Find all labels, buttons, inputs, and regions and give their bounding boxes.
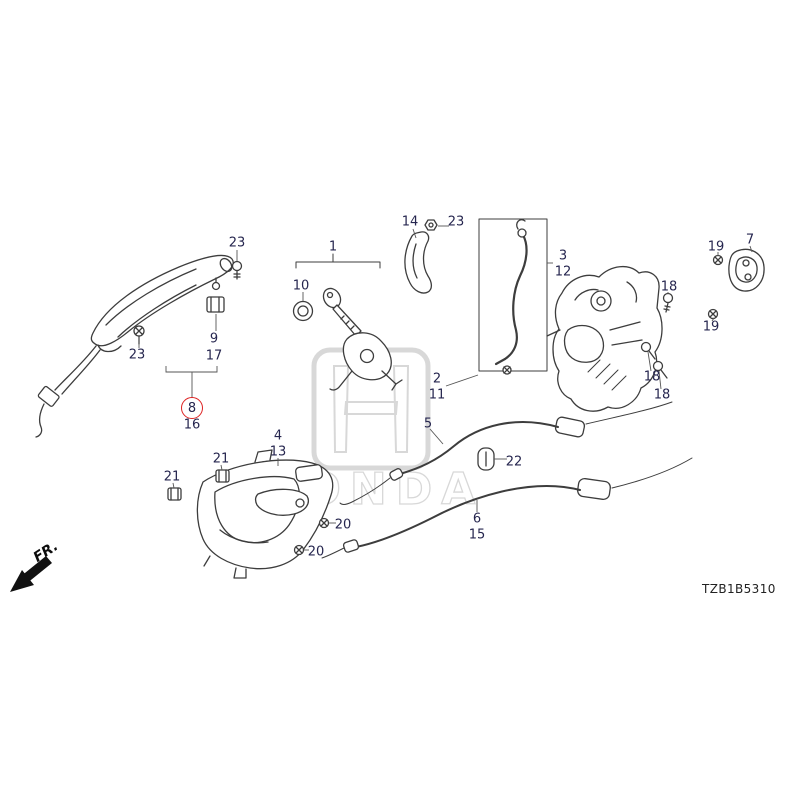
- door-lock-cables: [321, 401, 693, 559]
- lock-cylinder-assembly: [292, 253, 403, 391]
- door-striker: [707, 248, 765, 320]
- outer-door-handle: [35, 254, 234, 438]
- diagram-code: TZB1B5310: [702, 582, 776, 596]
- lock-rod: [478, 218, 548, 375]
- door-latch-assembly: [546, 266, 663, 412]
- fr-arrow: [10, 556, 52, 592]
- inner-door-handle: [196, 449, 334, 579]
- handle-screws: [293, 517, 330, 556]
- handle-bracket: [206, 277, 225, 313]
- screw-23-top: [231, 260, 243, 280]
- leader-lines: [138, 225, 753, 551]
- lock-protector-bracket: [404, 219, 438, 294]
- latch-bolts: [640, 292, 674, 379]
- handle-clips: [167, 469, 230, 501]
